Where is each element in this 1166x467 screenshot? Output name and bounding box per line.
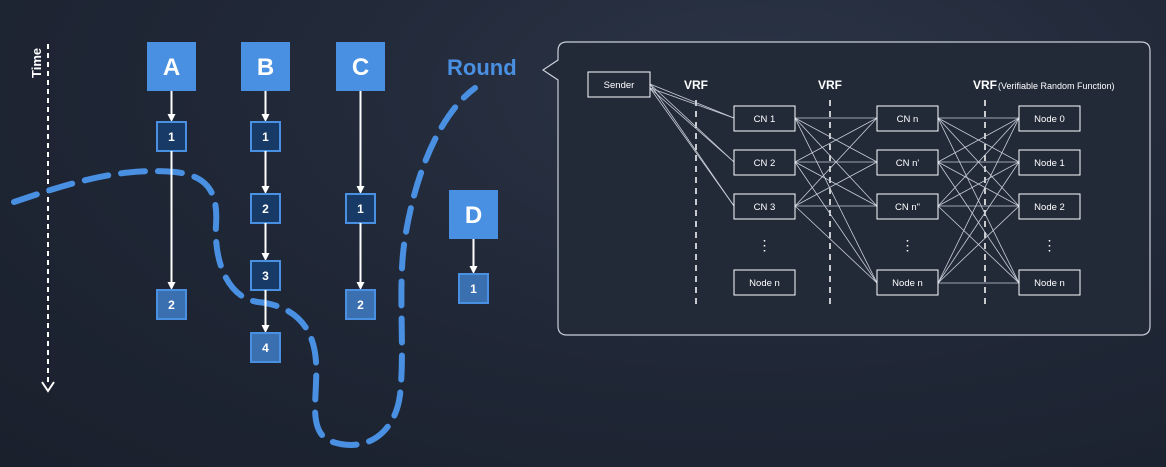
column-b: B 1 2 3 4 bbox=[241, 42, 290, 363]
step-label-c-2: 2 bbox=[357, 298, 364, 312]
network-panel: VRF VRF VRF (Verifiable Random Function) bbox=[541, 41, 1151, 336]
step-box-b-2 bbox=[250, 193, 281, 224]
edge-l1-l2-8 bbox=[794, 117, 878, 207]
step-box-d-1 bbox=[458, 273, 489, 304]
column-a: A 1 2 bbox=[147, 42, 196, 320]
layer1-ellipsis: ⋮ bbox=[758, 237, 772, 253]
edge-l1-l2-7 bbox=[794, 161, 878, 284]
step-box-c-2 bbox=[345, 289, 376, 320]
time-label: Time bbox=[29, 48, 44, 78]
edge-l1-l2-4 bbox=[794, 117, 878, 163]
step-label-a-1: 1 bbox=[168, 130, 175, 144]
header-box-b bbox=[241, 42, 290, 91]
column-c: C 1 2 bbox=[336, 42, 385, 320]
edge-sender-l1-4 bbox=[649, 87, 735, 163]
layer3-label-1: Node 1 bbox=[1034, 158, 1065, 169]
edge-l1-l2-3 bbox=[794, 117, 878, 284]
edge-l2-l3-9 bbox=[937, 161, 1020, 207]
layer1-label-2: CN 3 bbox=[754, 202, 776, 213]
step-box-a-2 bbox=[156, 289, 187, 320]
step-label-d-1: 1 bbox=[470, 282, 477, 296]
step-label-b-2: 2 bbox=[262, 202, 269, 216]
header-label-d: D bbox=[465, 202, 482, 229]
header-box-a bbox=[147, 42, 196, 91]
edge-sender-l1-3 bbox=[649, 87, 735, 119]
edge-l2-l3-13 bbox=[937, 161, 1020, 284]
layer2-node-2 bbox=[876, 193, 939, 220]
edge-sender-l1-0 bbox=[649, 83, 735, 119]
time-axis-arrowhead bbox=[41, 381, 55, 393]
layer2-label-3: Node n bbox=[892, 278, 923, 289]
layer3-ellipsis: ⋮ bbox=[1043, 237, 1057, 253]
step-label-b-4: 4 bbox=[262, 341, 269, 355]
layer1-node-0 bbox=[733, 105, 796, 132]
layer2-node-0 bbox=[876, 105, 939, 132]
header-label-c: C bbox=[352, 54, 369, 81]
edge-l2-l3-8 bbox=[937, 117, 1020, 207]
sender-node bbox=[587, 71, 651, 98]
layer3-node-2 bbox=[1018, 193, 1081, 220]
layer2-node-3 bbox=[876, 269, 939, 296]
layer3-node-3 bbox=[1018, 269, 1081, 296]
layer1-label-0: CN 1 bbox=[754, 114, 776, 125]
layer1-label-3: Node n bbox=[749, 278, 780, 289]
layer1-node-2 bbox=[733, 193, 796, 220]
header-label-b: B bbox=[257, 54, 274, 81]
edge-l1-l2-11 bbox=[794, 205, 878, 284]
layer2-node-1 bbox=[876, 149, 939, 176]
layer3-label-2: Node 2 bbox=[1034, 202, 1065, 213]
edge-sender-l1-1 bbox=[649, 83, 735, 163]
vrf-label-2: VRF bbox=[818, 78, 842, 92]
step-label-b-3: 3 bbox=[262, 269, 269, 283]
layer1-node-3 bbox=[733, 269, 796, 296]
step-label-c-1: 1 bbox=[357, 202, 364, 216]
layer3-node-0 bbox=[1018, 105, 1081, 132]
step-box-b-1 bbox=[250, 121, 281, 152]
layer3-label-0: Node 0 bbox=[1034, 114, 1065, 125]
time-axis: Time bbox=[29, 44, 55, 393]
layer3-node-1 bbox=[1018, 149, 1081, 176]
layer1-node-1 bbox=[733, 149, 796, 176]
header-box-d bbox=[449, 190, 498, 239]
sender-label: Sender bbox=[604, 80, 635, 91]
round-curve bbox=[11, 85, 478, 448]
header-label-a: A bbox=[163, 54, 180, 81]
network-panel-border bbox=[541, 41, 1151, 336]
vrf-note: (Verifiable Random Function) bbox=[998, 81, 1115, 91]
edge-l1-l2-9 bbox=[794, 161, 878, 207]
step-label-b-1: 1 bbox=[262, 130, 269, 144]
vrf-label-1: VRF bbox=[684, 78, 708, 92]
edge-l2-l3-12 bbox=[937, 117, 1020, 284]
step-label-a-2: 2 bbox=[168, 298, 175, 312]
network-connections bbox=[649, 83, 1020, 284]
header-box-c bbox=[336, 42, 385, 91]
layer2-label-0: CN n bbox=[897, 114, 919, 125]
layer2-label-1: CN n' bbox=[896, 158, 920, 169]
layer2-label-2: CN n" bbox=[895, 202, 920, 213]
layer3-label-3: Node n bbox=[1034, 278, 1065, 289]
step-box-b-3 bbox=[250, 260, 281, 291]
round-label: Round bbox=[447, 55, 517, 80]
edge-l2-l3-14 bbox=[937, 205, 1020, 284]
layer1-label-1: CN 2 bbox=[754, 158, 776, 169]
step-box-b-4 bbox=[250, 332, 281, 363]
edge-sender-l1-5 bbox=[649, 87, 735, 207]
layer2-ellipsis: ⋮ bbox=[901, 237, 915, 253]
edge-l2-l3-4 bbox=[937, 117, 1020, 163]
vrf-label-3: VRF bbox=[973, 78, 997, 92]
column-d: D 1 bbox=[449, 190, 498, 304]
